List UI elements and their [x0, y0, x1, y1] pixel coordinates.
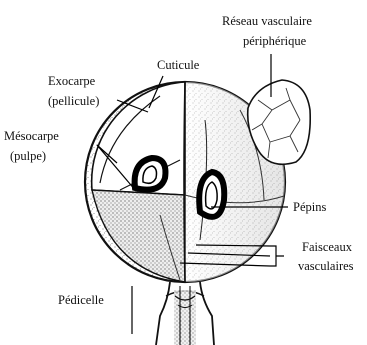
label-faisceaux-2: vasculaires — [298, 259, 354, 273]
seed-upper — [135, 158, 166, 190]
faisceaux-bracket — [270, 246, 284, 266]
label-mesocarpe-1: Mésocarpe — [4, 129, 59, 143]
label-reseau-1: Réseau vasculaire — [222, 14, 312, 28]
pedicel — [156, 282, 214, 345]
label-cuticule: Cuticule — [157, 58, 200, 72]
label-reseau-2: périphérique — [243, 34, 307, 48]
label-faisceaux-1: Faisceaux — [302, 240, 353, 254]
label-pedicelle: Pédicelle — [58, 293, 104, 307]
label-exocarpe-1: Exocarpe — [48, 74, 96, 88]
label-mesocarpe-2: (pulpe) — [10, 149, 46, 163]
label-exocarpe-2: (pellicule) — [48, 94, 99, 108]
seed-right — [199, 172, 224, 217]
label-pepins: Pépins — [293, 200, 326, 214]
